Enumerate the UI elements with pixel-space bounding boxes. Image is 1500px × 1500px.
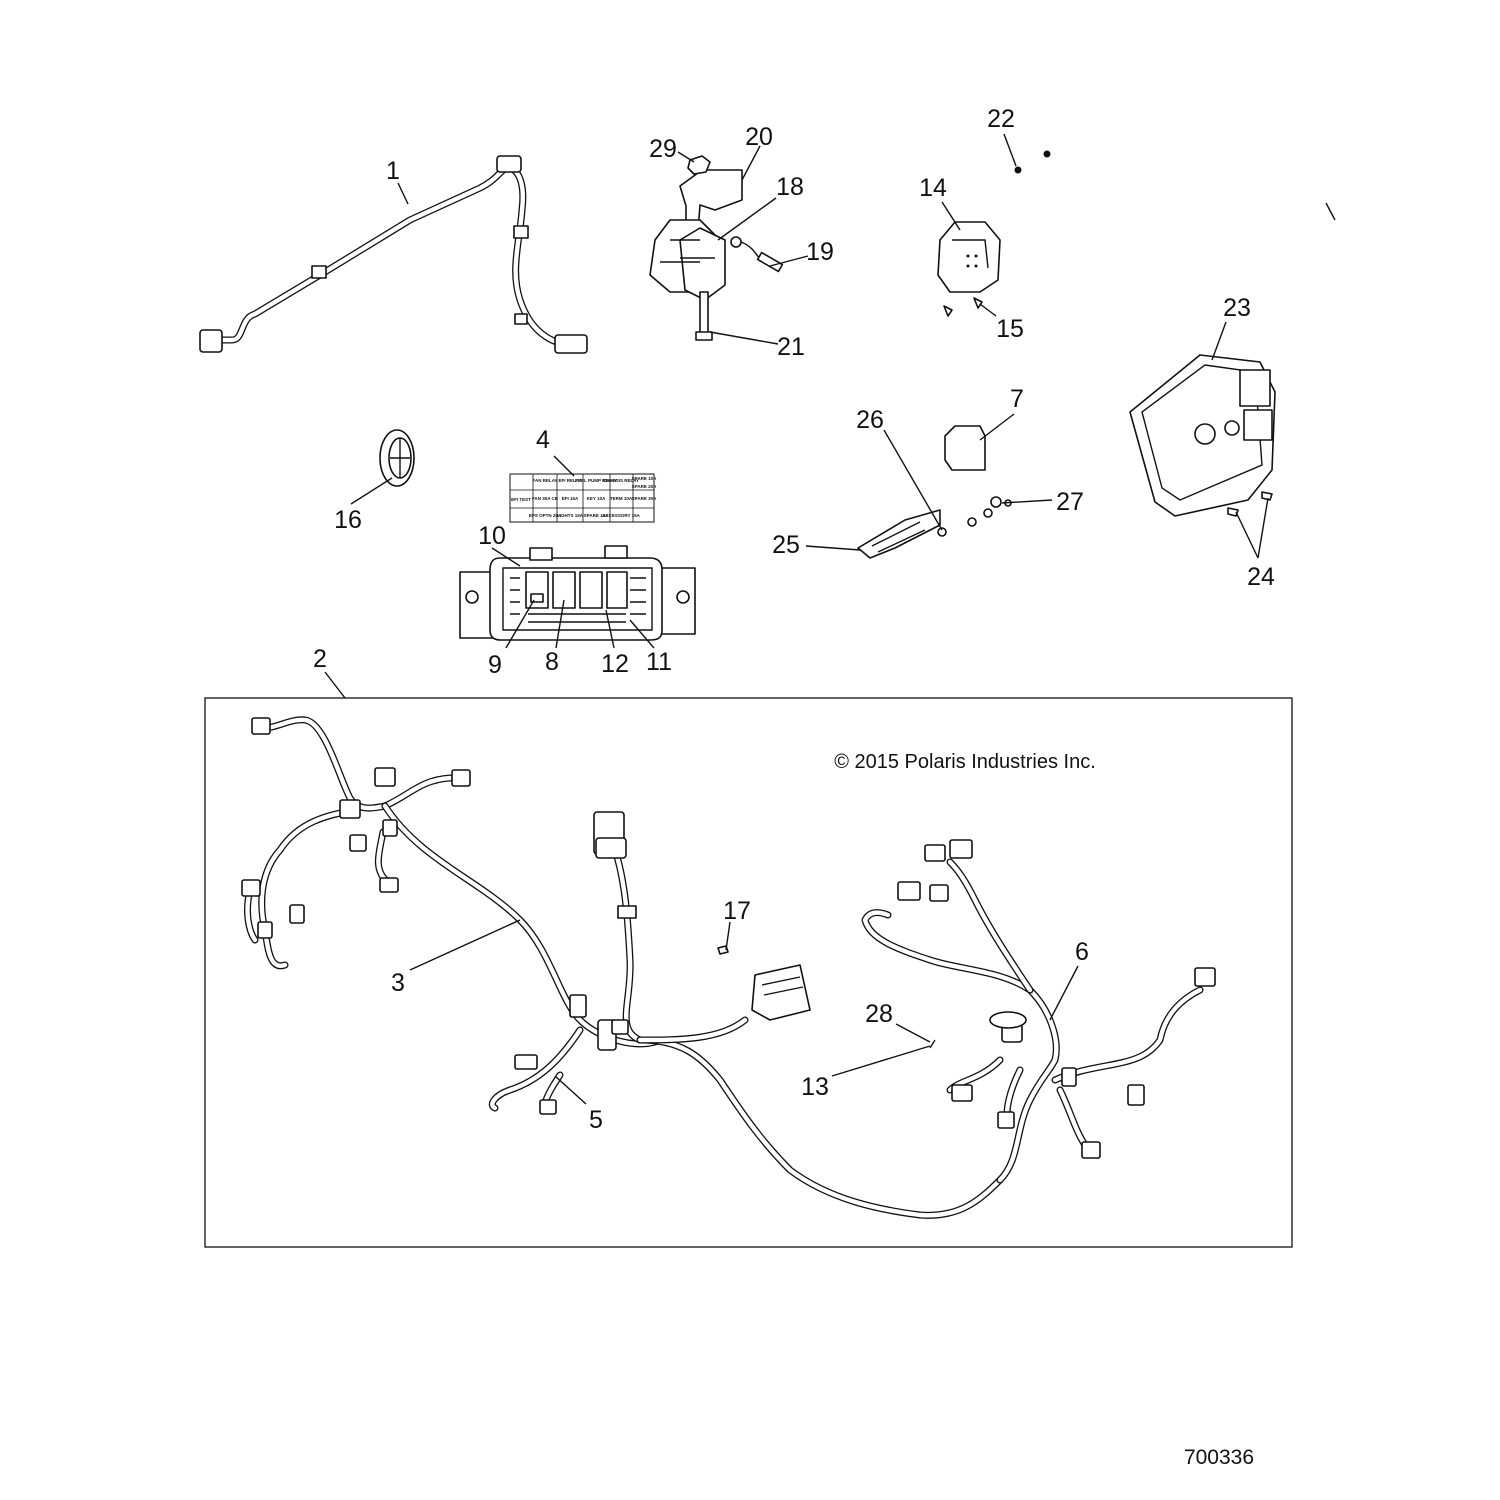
- drawing-number: 700336: [1184, 1446, 1254, 1469]
- callout-8: 8: [545, 648, 559, 676]
- part-16-grommet: [379, 429, 415, 487]
- part-1-harness: [199, 155, 588, 354]
- fuse-cell: ACCESSORY 15A: [602, 513, 641, 518]
- callout-labels: 1 2 3 4 5 6 7 8 9 10 11 12 13 14 15 16 1…: [313, 105, 1275, 1134]
- callout-12: 12: [601, 650, 629, 678]
- fuse-cell: SPARE 30A: [632, 496, 657, 501]
- fuse-cell: TERM 10A: [610, 496, 633, 501]
- callout-19: 19: [806, 238, 834, 266]
- callout-23: 23: [1223, 294, 1251, 322]
- fuse-cell: SPARE 10A: [632, 476, 657, 481]
- fuse-cell: SPARE 20A: [632, 484, 657, 489]
- part-10-fuse-box: [459, 545, 696, 641]
- part-14-module: [937, 150, 1336, 317]
- callout-1: 1: [386, 157, 400, 185]
- callout-6: 6: [1075, 938, 1089, 966]
- fuse-cell: EFI RELAY: [558, 478, 581, 483]
- callout-18: 18: [776, 173, 804, 201]
- fuse-cell: EFI 15A: [562, 496, 579, 501]
- callout-24: 24: [1247, 563, 1275, 591]
- callout-20: 20: [745, 123, 773, 151]
- callout-4: 4: [536, 426, 550, 454]
- copyright-text: © 2015 Polaris Industries Inc.: [834, 751, 1096, 773]
- callout-27: 27: [1056, 488, 1084, 516]
- relay-bracket-assembly: [649, 155, 784, 341]
- part-4-fuse-label: FAN RELAY EFI RELAY FUEL PUMP RELAY CHAS…: [509, 473, 657, 523]
- callout-16: 16: [334, 506, 362, 534]
- fuse-cell: CHASSIS RELAY: [603, 478, 639, 483]
- part-23-ecu: [1129, 354, 1276, 517]
- callout-2: 2: [313, 645, 327, 673]
- callout-5: 5: [589, 1106, 603, 1134]
- callout-14: 14: [919, 174, 947, 202]
- callout-29: 29: [649, 135, 677, 163]
- callout-26: 26: [856, 406, 884, 434]
- callout-25: 25: [772, 531, 800, 559]
- fuse-cell: FAN 30A CB: [532, 496, 559, 501]
- callout-21: 21: [777, 333, 805, 361]
- leader-lines: [324, 133, 1269, 1105]
- callout-28: 28: [865, 1000, 893, 1028]
- callout-22: 22: [987, 105, 1015, 133]
- callout-10: 10: [478, 522, 506, 550]
- fuse-cell: FAN RELAY: [532, 478, 557, 483]
- callout-13: 13: [801, 1073, 829, 1101]
- fuse-cell: LIGHTS 15A: [557, 513, 584, 518]
- part-2-harness-frame: [204, 697, 1293, 1248]
- fuse-cell: SPARE 15A: [584, 513, 609, 518]
- fuse-cell: FUEL PUMP RELAY: [575, 478, 617, 483]
- fuse-cell: EFI TEST: [511, 497, 531, 502]
- part-2-main-harness: [241, 716, 1216, 1219]
- callout-7: 7: [1010, 385, 1024, 413]
- callout-9: 9: [488, 651, 502, 679]
- callout-15: 15: [996, 315, 1024, 343]
- fuse-cell: KEY 10A: [587, 496, 606, 501]
- callout-11: 11: [646, 648, 672, 676]
- callout-3: 3: [391, 969, 405, 997]
- part-7-25-26-27: [857, 425, 1012, 559]
- fuse-cell: EPS OPTN 20A: [529, 513, 562, 518]
- callout-17: 17: [723, 897, 751, 925]
